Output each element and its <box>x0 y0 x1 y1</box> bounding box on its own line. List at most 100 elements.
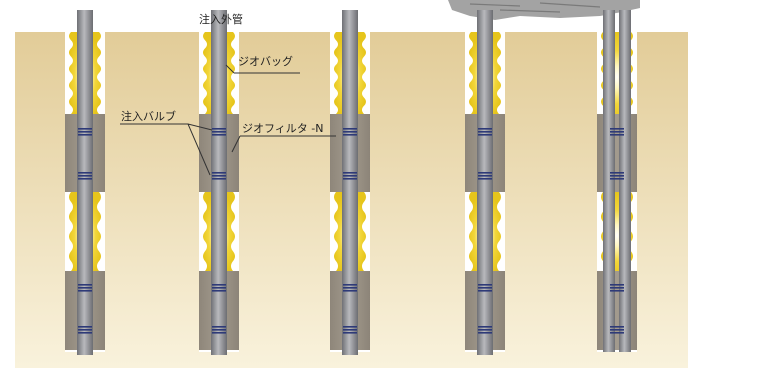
injection-valve-3 <box>610 284 624 292</box>
valve-line <box>610 329 624 331</box>
valve-line <box>478 332 492 334</box>
injection-valve-3 <box>343 284 357 292</box>
injection-valve-3 <box>212 284 226 292</box>
injection-valve-1 <box>212 128 226 136</box>
valve-line <box>78 332 92 334</box>
valve-line <box>78 131 92 133</box>
valve-line <box>478 287 492 289</box>
valve-line <box>78 134 92 136</box>
geo-bag-leader <box>225 64 300 74</box>
valve-line <box>478 178 492 180</box>
valve-line <box>610 284 624 286</box>
valve-line <box>610 172 624 174</box>
injection-valve-3 <box>78 284 92 292</box>
outer-pipe <box>342 10 358 355</box>
valve-line <box>343 175 357 177</box>
drilling-rig-silhouette <box>448 0 640 20</box>
injection-valve-3 <box>478 284 492 292</box>
valve-line <box>478 329 492 331</box>
injection-column-5 <box>597 10 637 352</box>
valve-line <box>610 175 624 177</box>
valve-line <box>478 175 492 177</box>
rig-detail <box>469 2 601 13</box>
valve-line <box>78 178 92 180</box>
valve-line <box>212 128 226 130</box>
valve-line <box>610 290 624 292</box>
valve-line <box>212 172 226 174</box>
valve-line <box>78 172 92 174</box>
valve-line <box>343 172 357 174</box>
valve-line <box>343 178 357 180</box>
outer-pipe-b <box>619 10 631 352</box>
valve-line <box>478 172 492 174</box>
injection-valve-4 <box>78 326 92 334</box>
geo-filter-leader <box>231 135 336 153</box>
geo-filter-label: ジオフィルタ -N <box>242 122 324 135</box>
valve-line <box>343 287 357 289</box>
outer-pipe-a <box>603 10 615 352</box>
injection-column-4 <box>465 10 505 355</box>
outer-pipe <box>477 10 493 355</box>
valve-line <box>212 178 226 180</box>
valve-line <box>343 134 357 136</box>
injection-valve-1 <box>78 128 92 136</box>
label-leader-lines <box>120 64 336 176</box>
injection-valve-2 <box>610 172 624 180</box>
valve-line <box>610 326 624 328</box>
geo-bag-label: ジオバッグ <box>238 55 293 68</box>
valve-line <box>78 290 92 292</box>
valve-line <box>212 175 226 177</box>
valve-line <box>212 284 226 286</box>
valve-line <box>610 131 624 133</box>
valve-line <box>343 290 357 292</box>
valve-line <box>343 284 357 286</box>
valve-line <box>343 128 357 130</box>
valve-line <box>78 128 92 130</box>
valve-line <box>343 131 357 133</box>
valve-line <box>212 329 226 331</box>
valve-line <box>610 178 624 180</box>
injection-valve-4 <box>212 326 226 334</box>
injection-valve-1 <box>478 128 492 136</box>
valve-line <box>478 326 492 328</box>
valve-line <box>212 326 226 328</box>
valve-line <box>610 287 624 289</box>
injection-column-2 <box>199 10 239 355</box>
injection-valve-4 <box>610 326 624 334</box>
valve-line <box>610 134 624 136</box>
valve-line <box>78 329 92 331</box>
injection-valve-2 <box>78 172 92 180</box>
valve-line <box>212 287 226 289</box>
valve-line <box>78 287 92 289</box>
valve-line <box>343 329 357 331</box>
valve-line <box>212 290 226 292</box>
injection-valve-4 <box>343 326 357 334</box>
valve-line <box>478 290 492 292</box>
injection-valve-1 <box>343 128 357 136</box>
valve-line <box>78 175 92 177</box>
injection-column-3 <box>330 10 370 355</box>
valve-line <box>212 134 226 136</box>
valve-line <box>212 332 226 334</box>
valve-line <box>478 131 492 133</box>
injection-valve-leader <box>120 123 213 176</box>
outer-pipe-label: 注入外管 <box>199 13 243 26</box>
injection-column-1 <box>65 10 105 355</box>
valve-line <box>78 284 92 286</box>
valve-line <box>610 332 624 334</box>
injection-columns <box>65 10 637 355</box>
valve-line <box>343 332 357 334</box>
injection-valve-4 <box>478 326 492 334</box>
injection-valve-2 <box>212 172 226 180</box>
injection-valve-1 <box>610 128 624 136</box>
outer-pipe <box>211 10 227 355</box>
valve-line <box>478 128 492 130</box>
valve-line <box>478 134 492 136</box>
injection-valve-2 <box>478 172 492 180</box>
outer-pipe <box>77 10 93 355</box>
injection-valve-label: 注入バルブ <box>121 110 176 123</box>
injection-valve-2 <box>343 172 357 180</box>
valve-line <box>478 284 492 286</box>
